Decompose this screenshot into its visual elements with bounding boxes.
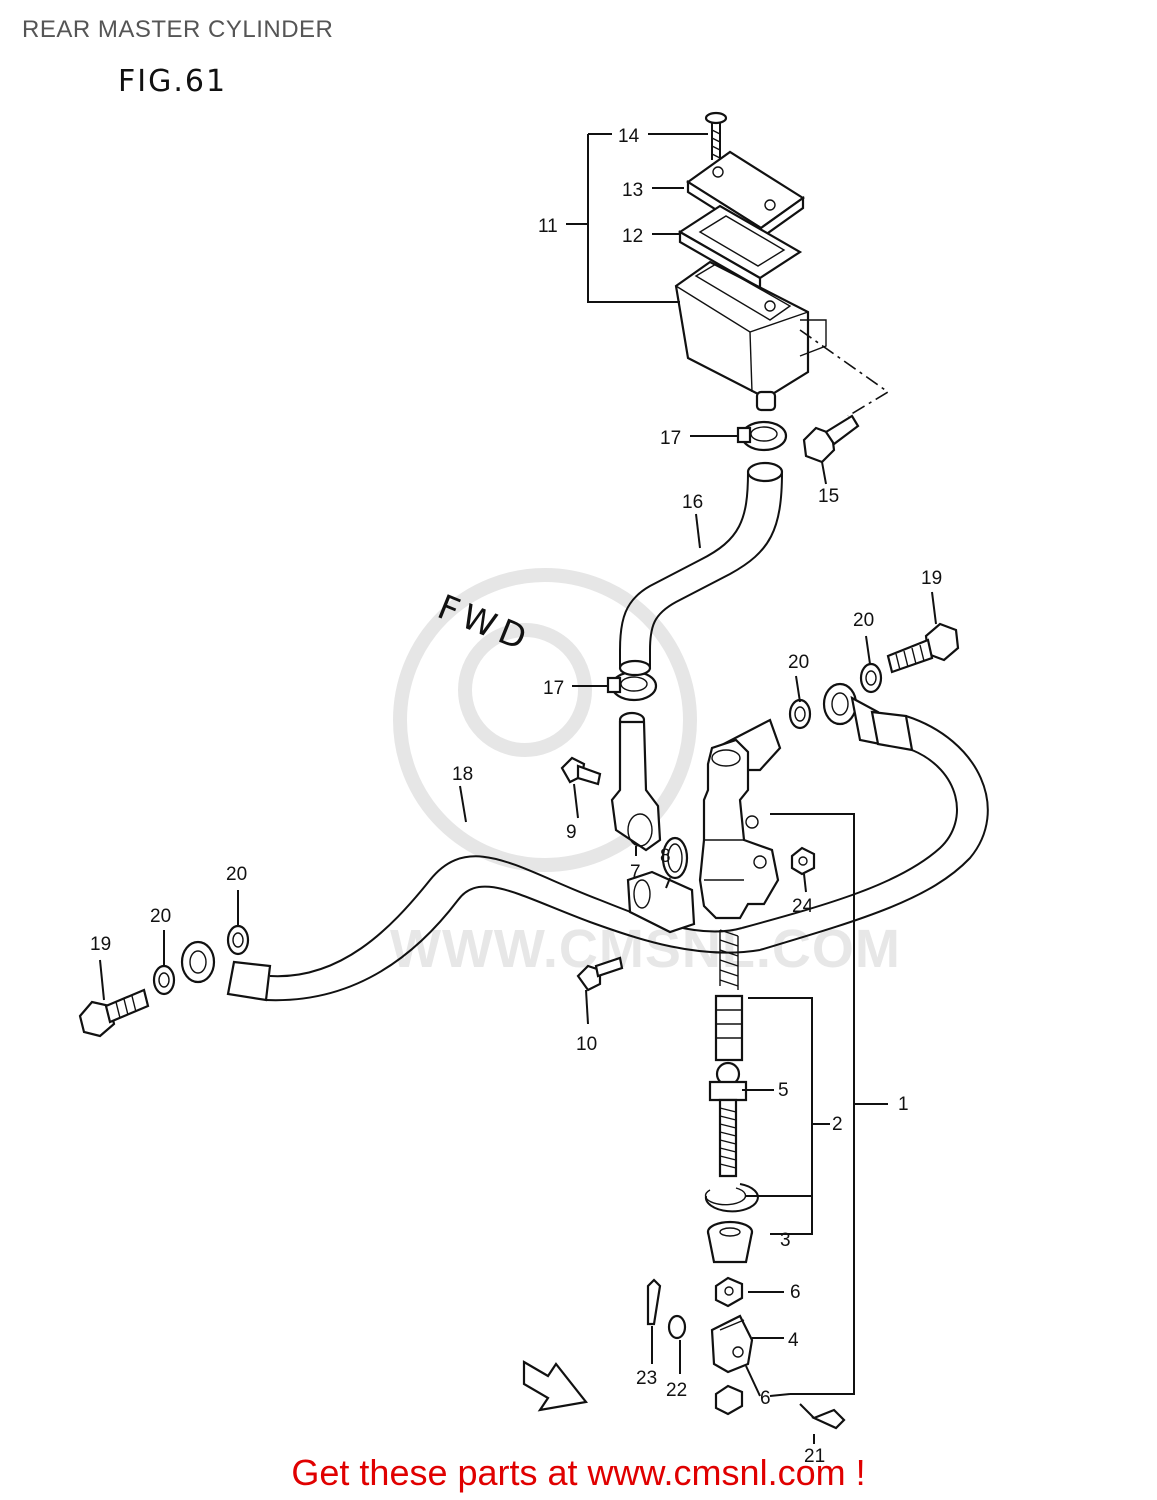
reservoir-hose bbox=[618, 461, 784, 677]
washer-small bbox=[667, 1314, 687, 1340]
watermark-emblem bbox=[393, 568, 697, 872]
mount-alignment-line bbox=[799, 329, 890, 417]
watermark-text: WWW.CMSNL.COM bbox=[390, 919, 901, 979]
callout-11: 11 bbox=[538, 216, 558, 237]
outlet-screw bbox=[576, 956, 624, 992]
union-screw bbox=[560, 756, 602, 786]
callout-8: 8 bbox=[660, 846, 671, 867]
footer-parts-link[interactable]: Get these parts at www.cmsnl.com ! bbox=[291, 1452, 866, 1493]
cotter-pin bbox=[646, 1278, 662, 1326]
reservoir-body bbox=[674, 260, 827, 412]
rod-boot bbox=[706, 1220, 754, 1264]
callout-17-upper: 17 bbox=[660, 428, 681, 449]
callout-10: 10 bbox=[576, 1034, 597, 1055]
callout-6-lower: 6 bbox=[760, 1388, 771, 1409]
page-title: REAR MASTER CYLINDER bbox=[22, 16, 334, 43]
banjo-bolt-right bbox=[886, 622, 960, 674]
leader-lines bbox=[99, 133, 937, 1444]
callout-5: 5 bbox=[778, 1080, 789, 1101]
callout-16: 16 bbox=[682, 492, 703, 513]
callout-9: 9 bbox=[566, 822, 577, 843]
clevis bbox=[710, 1314, 754, 1374]
callout-20-left-b: 20 bbox=[150, 906, 171, 927]
circlip bbox=[704, 1183, 759, 1213]
callout-19-left: 19 bbox=[90, 934, 111, 955]
washer-left-b bbox=[152, 964, 176, 996]
callout-15: 15 bbox=[818, 486, 839, 507]
callout-21: 21 bbox=[804, 1446, 825, 1467]
reservoir-plate bbox=[677, 204, 803, 290]
locknut-lower bbox=[714, 1384, 744, 1416]
washer-right-b bbox=[859, 662, 883, 694]
hose-clamp-upper bbox=[736, 420, 788, 452]
callout-20-right-b: 20 bbox=[853, 610, 874, 631]
callout-12: 12 bbox=[622, 226, 643, 247]
locknut-upper bbox=[714, 1276, 744, 1308]
callout-7: 7 bbox=[630, 862, 641, 883]
reservoir-screw bbox=[704, 111, 728, 160]
washer-left-a bbox=[226, 924, 250, 956]
reservoir-bolt bbox=[802, 414, 860, 464]
inlet-union bbox=[610, 711, 662, 852]
callout-22: 22 bbox=[666, 1380, 687, 1401]
washer-right-a bbox=[788, 698, 812, 730]
callout-14: 14 bbox=[618, 126, 640, 147]
forward-arrow-icon bbox=[522, 1360, 589, 1412]
callout-4: 4 bbox=[788, 1330, 799, 1351]
master-cylinder-body bbox=[698, 718, 782, 920]
figure-label: FIG.61 bbox=[118, 64, 228, 99]
union-o-ring bbox=[661, 836, 689, 880]
callout-20-right-a: 20 bbox=[788, 652, 809, 673]
piston-assembly bbox=[714, 994, 744, 1062]
callout-20-left-a: 20 bbox=[226, 864, 247, 885]
callout-19-right: 19 bbox=[921, 568, 942, 589]
return-spring bbox=[719, 929, 739, 990]
callout-23: 23 bbox=[636, 1368, 657, 1389]
callout-2: 2 bbox=[832, 1114, 843, 1135]
brake-hose bbox=[180, 682, 989, 1002]
outlet-fitting bbox=[626, 870, 696, 934]
callout-13: 13 bbox=[622, 180, 643, 201]
callout-3: 3 bbox=[780, 1230, 791, 1251]
callout-1: 1 bbox=[898, 1094, 909, 1115]
callout-17-lower: 17 bbox=[543, 678, 564, 699]
push-rod bbox=[708, 1061, 748, 1178]
callout-18: 18 bbox=[452, 764, 473, 785]
clevis-pin bbox=[799, 1403, 846, 1430]
callout-6-upper: 6 bbox=[790, 1282, 801, 1303]
callout-24: 24 bbox=[792, 896, 814, 917]
mounting-nut bbox=[790, 846, 816, 876]
banjo-bolt-left bbox=[78, 988, 150, 1038]
hose-clamp-lower bbox=[606, 670, 658, 702]
